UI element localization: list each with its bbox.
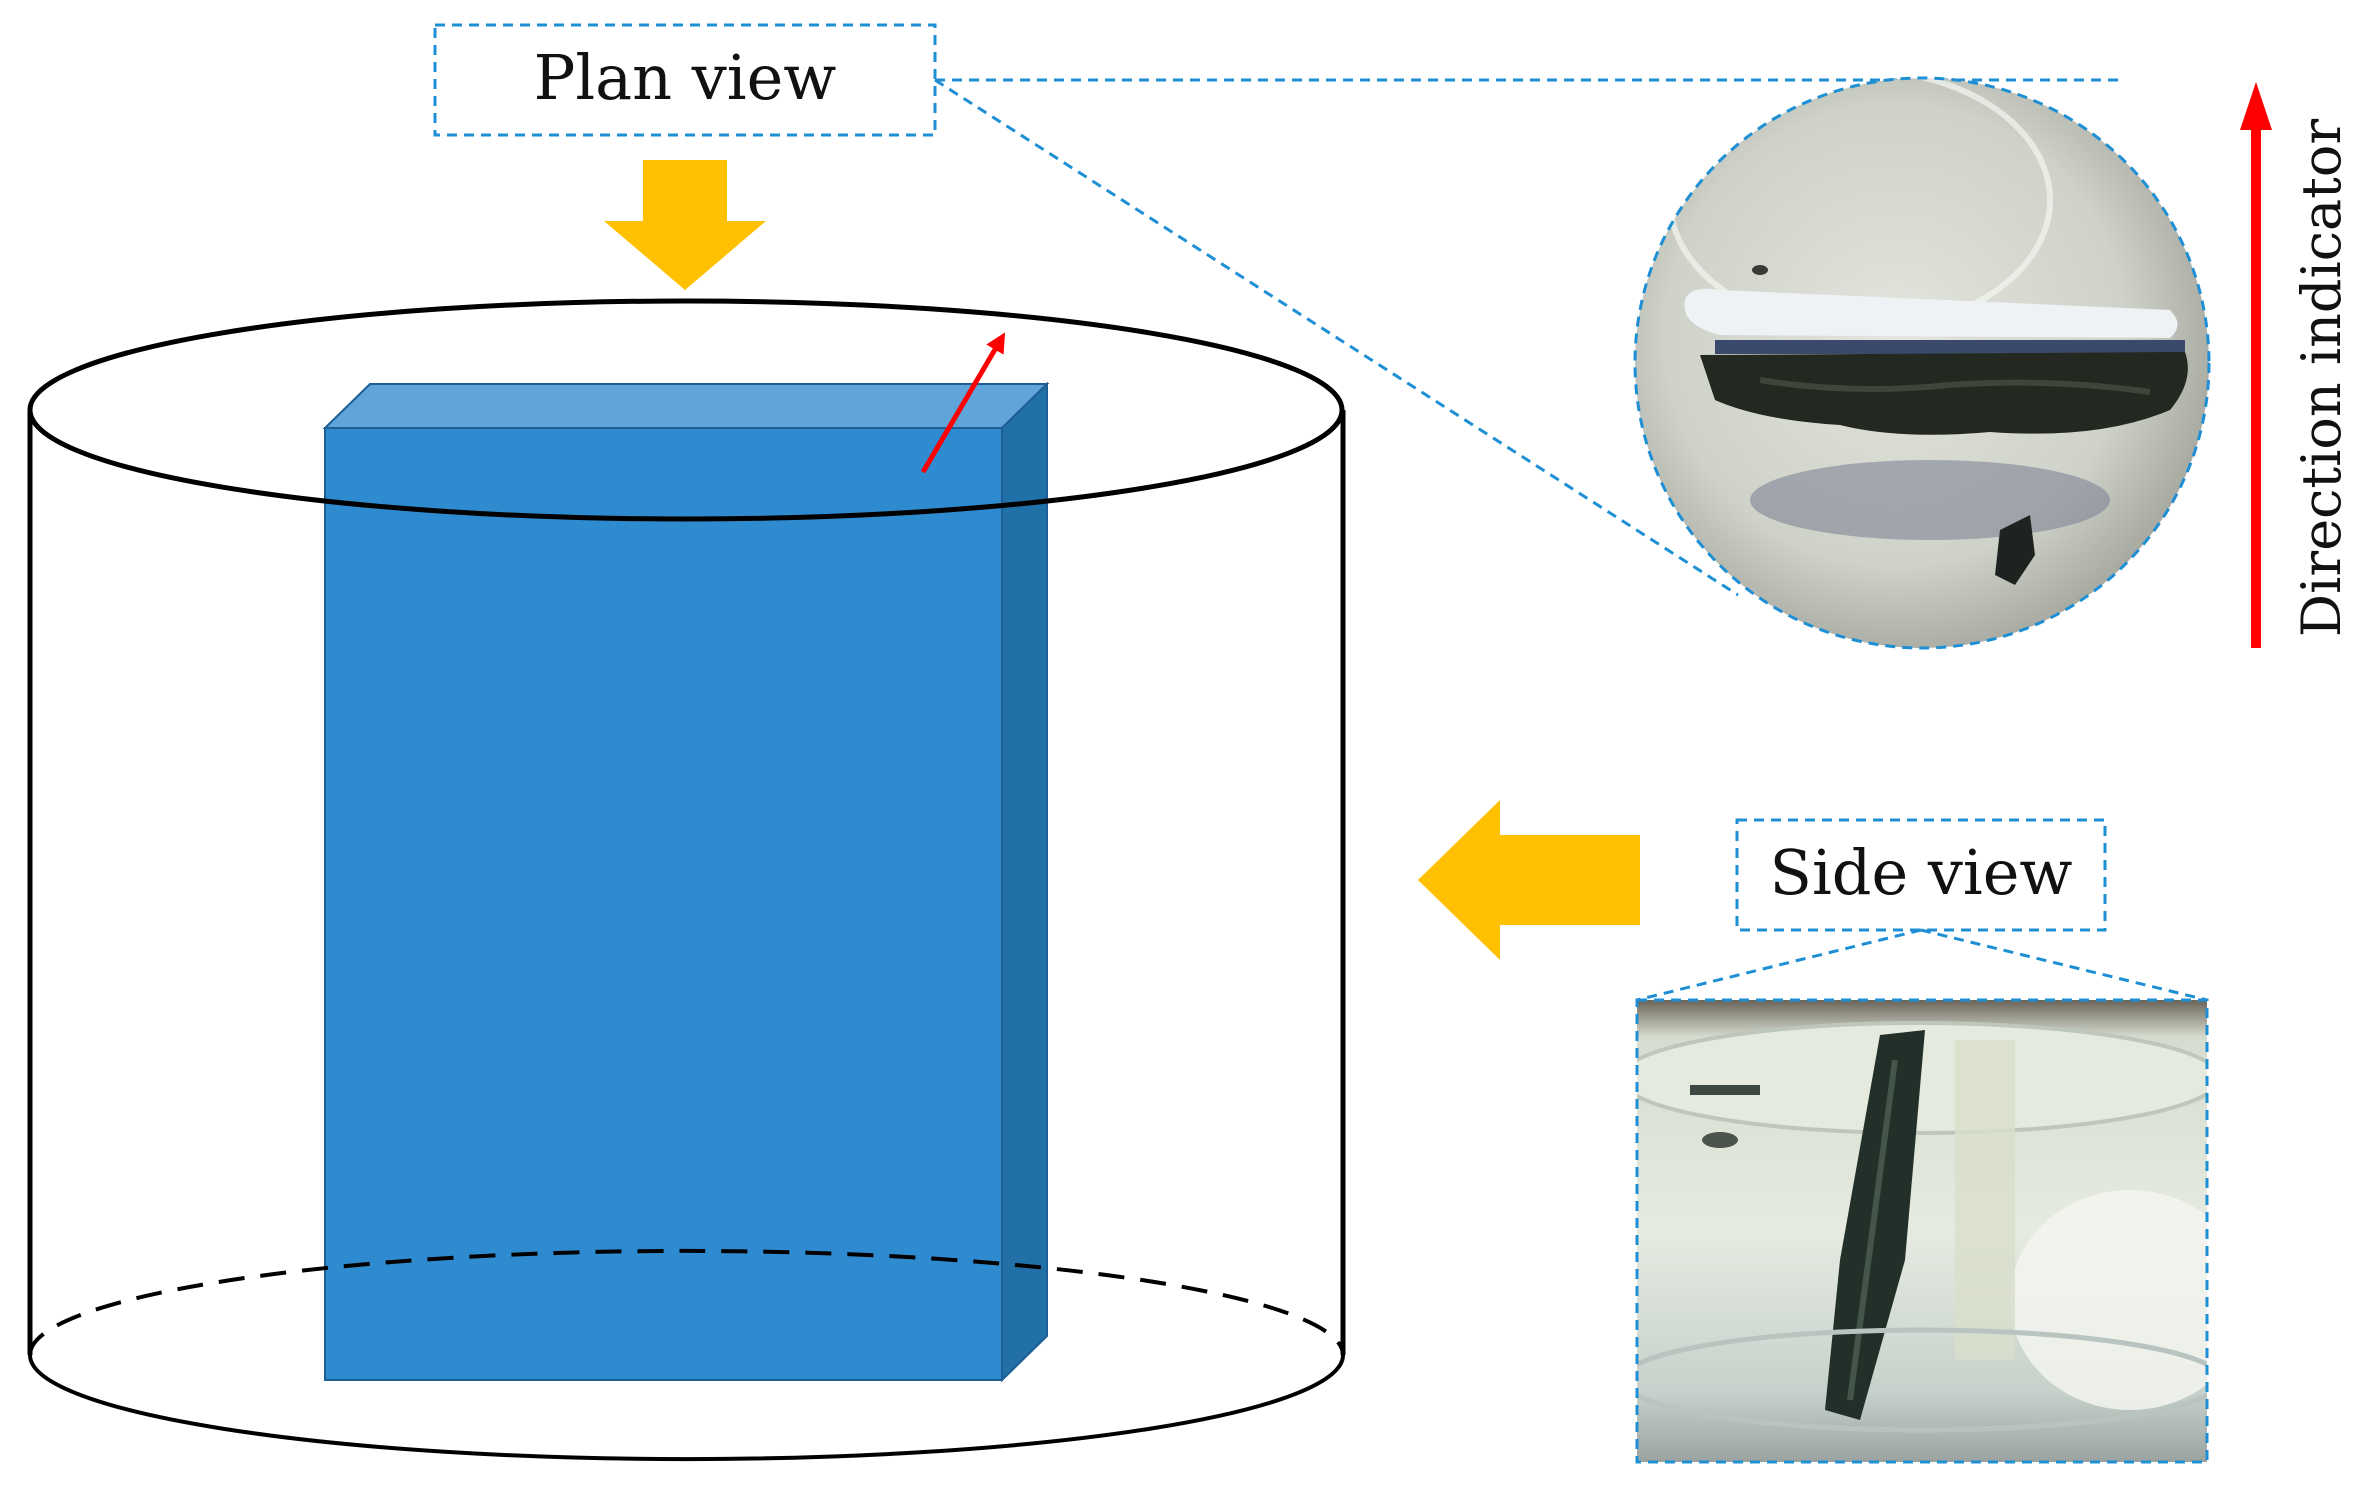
cylinder-bottom-back-dashed (28, 1248, 1345, 1356)
direction-indicator: Direction indicator (2240, 82, 2353, 648)
plan-view-box (433, 23, 937, 137)
specimen-side-face (1001, 381, 1048, 1383)
side-callout-line-right (1920, 928, 2208, 1002)
plan-view-label: Plan view (534, 41, 837, 114)
specimen-front-face (324, 427, 1003, 1381)
plan-view-photo (1633, 76, 2211, 650)
side-view-box (1735, 818, 2107, 932)
side-callout-line-left (1636, 928, 1922, 1002)
cylinder-mold (27, 410, 1346, 1462)
side-view-callout: Side view (1418, 800, 2208, 1002)
up-arrow-head (2240, 82, 2272, 130)
direction-indicator-label: Direction indicator (2290, 119, 2353, 638)
side-view-photo (1635, 998, 2209, 1464)
cylinder-bottom-front (28, 1354, 1345, 1462)
specimen-top-face (322, 383, 1050, 429)
plan-view-photo-border (1633, 76, 2211, 650)
down-arrow-icon (604, 160, 766, 290)
specimen-block (322, 381, 1050, 1383)
cylinder-top-rim (27, 298, 1345, 522)
specimen-direction-arrow (920, 332, 1006, 474)
left-arrow-icon (1418, 800, 1640, 960)
side-view-label: Side view (1769, 836, 2072, 909)
side-view-photo-border (1635, 998, 2209, 1464)
plan-callout-line-diagonal (934, 78, 1739, 597)
